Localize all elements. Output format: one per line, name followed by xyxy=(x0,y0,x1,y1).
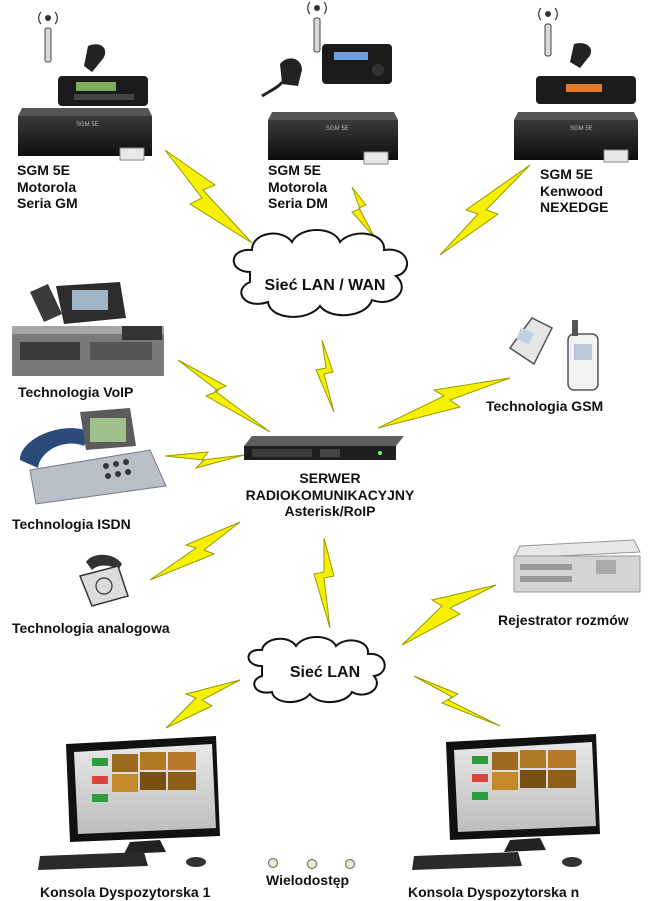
gateway-gm-label: SGM 5E Motorola Seria GM xyxy=(17,162,78,212)
gateway-kenwood-line1: SGM 5E xyxy=(540,166,593,182)
antenna-icon xyxy=(307,1,327,53)
gateway-kenwood-line3: NEXEDGE xyxy=(540,199,609,215)
lan-wan-cloud xyxy=(232,229,408,318)
server-line3: Asterisk/RoIP xyxy=(284,503,376,519)
lan-cloud xyxy=(247,636,386,703)
radio-server-icon xyxy=(244,436,404,460)
sgm-gateway-box: SGM 5E xyxy=(514,112,638,163)
recorder-label: Rejestrator rozmów xyxy=(498,612,629,628)
gateway-gm-line1: SGM 5E xyxy=(17,162,70,178)
lightning-bolt-recorder xyxy=(401,584,497,646)
gateway-device-kenwood: SGM 5E xyxy=(514,7,638,163)
lightning-bolt-dm xyxy=(351,186,376,239)
call-recorder-icon xyxy=(513,539,641,593)
gateway-dm-line3: Seria DM xyxy=(268,195,328,211)
lightning-bolt-voip xyxy=(177,359,271,433)
lightning-bolt-gm xyxy=(164,149,253,244)
gateway-brand-text: SGM 5E xyxy=(570,126,593,132)
console-n-label: Konsola Dyspozytorska n xyxy=(408,884,580,900)
lan-wan-label: Sieć LAN / WAN xyxy=(264,277,386,294)
voip-label: Technologia VoIP xyxy=(18,384,134,400)
gateway-brand-text: SGM 5E xyxy=(326,126,349,132)
console-1-computer xyxy=(38,736,220,870)
console-1-label: Konsola Dyspozytorska 1 xyxy=(40,884,211,900)
gateway-gm-line2: Motorola xyxy=(17,178,77,195)
sgm-gateway-box: SGM 5E xyxy=(268,112,398,165)
gateway-dm-line1: SGM 5E xyxy=(268,162,321,178)
radio-transceiver-icon xyxy=(261,44,392,98)
lightning-bolt-isdn xyxy=(164,451,245,469)
lightning-bolt-console-1 xyxy=(165,679,241,729)
sgm-gateway-box: SGM 5E xyxy=(18,108,152,161)
server-line1: SERWER xyxy=(299,470,361,486)
radio-transceiver-icon xyxy=(536,43,636,104)
gateway-kenwood-label: SGM 5E Kenwood NEXEDGE xyxy=(540,166,608,216)
isdn-phone-icon xyxy=(20,408,167,505)
gsm-phone-icon xyxy=(508,317,599,391)
gateway-kenwood-line2: Kenwood xyxy=(540,182,603,199)
gateway-brand-text: SGM 5E xyxy=(76,122,99,128)
lightning-bolt-wan-server xyxy=(315,339,335,413)
lightning-bolt-server-lan xyxy=(313,537,335,629)
multiaccess-label: Wielodostęp xyxy=(266,872,350,888)
gateway-device-dm: SGM 5E xyxy=(261,1,398,165)
console-n-computer xyxy=(412,734,600,870)
analog-phone-icon xyxy=(78,554,129,607)
analog-label: Technologia analogowa xyxy=(12,620,170,636)
server-line2: RADIOKOMUNIKACYJNY xyxy=(245,486,415,503)
gsm-label: Technologia GSM xyxy=(486,398,604,414)
gateway-gm-line3: Seria GM xyxy=(17,195,78,211)
isdn-label: Technologia ISDN xyxy=(12,516,131,532)
voip-phone-icon xyxy=(12,282,164,376)
multiaccess-dots xyxy=(267,857,356,870)
lightning-bolt-kenwood xyxy=(439,164,531,256)
gateway-dm-label: SGM 5E Motorola Seria DM xyxy=(268,162,328,212)
lightning-bolt-analog xyxy=(149,521,241,581)
gateway-dm-line2: Motorola xyxy=(268,178,328,195)
antenna-icon xyxy=(538,7,558,57)
gateway-device-gm: SGM 5E xyxy=(18,11,152,161)
antenna-icon xyxy=(38,11,58,63)
server-label: SERWER RADIOKOMUNIKACYJNY Asterisk/RoIP xyxy=(232,470,428,520)
lan-label: Sieć LAN xyxy=(289,664,361,681)
lightning-bolt-console-n xyxy=(413,675,501,727)
radio-transceiver-icon xyxy=(58,44,148,106)
lightning-bolt-gsm xyxy=(377,377,511,429)
